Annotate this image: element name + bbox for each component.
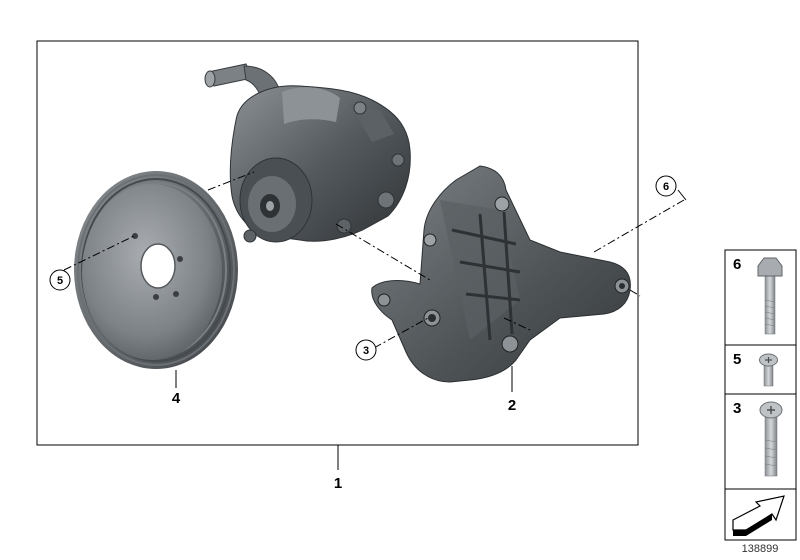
- torx-screw-long-icon: [759, 401, 783, 477]
- svg-text:6: 6: [733, 256, 741, 273]
- legend-panel-screw-5: 5: [724, 344, 797, 395]
- legend-panel-arrow: [724, 488, 797, 541]
- bracket-illustration: [371, 165, 631, 383]
- alignment-lines: [63, 171, 685, 349]
- svg-text:6: 6: [663, 181, 669, 193]
- torx-screw-short-icon: [759, 353, 778, 387]
- callout-circle-3: 3: [355, 339, 377, 361]
- pulley-illustration: [74, 171, 238, 369]
- svg-text:5: 5: [733, 351, 741, 368]
- svg-text:5: 5: [57, 275, 63, 287]
- svg-text:4: 4: [172, 390, 181, 407]
- svg-text:3: 3: [363, 345, 369, 357]
- svg-text:3: 3: [733, 400, 741, 417]
- legend-panel-screw-3: 3: [724, 393, 797, 490]
- image-number: 138899: [742, 543, 779, 555]
- legend-panel-bolt-6: 6: [724, 249, 797, 346]
- callout-circle-5: 5: [49, 269, 71, 291]
- hex-bolt-icon: [757, 257, 783, 335]
- svg-text:1: 1: [334, 475, 342, 492]
- callout-label-2: 2: [508, 397, 516, 414]
- callout-circle-6: 6: [655, 175, 677, 197]
- direction-arrow-icon: [732, 495, 785, 536]
- callout-label-1: 1: [334, 475, 342, 492]
- svg-text:2: 2: [508, 397, 516, 414]
- leader-lines: [175, 189, 687, 470]
- callout-label-4: 4: [172, 390, 181, 407]
- pump-illustration: [204, 63, 411, 243]
